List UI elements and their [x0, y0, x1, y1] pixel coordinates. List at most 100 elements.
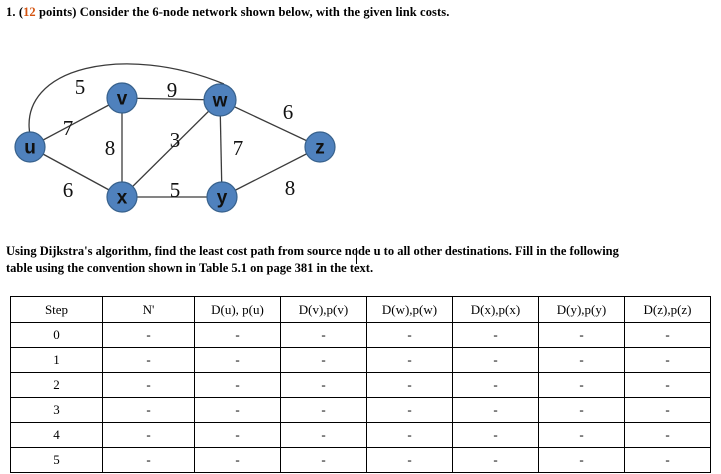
table-cell-r1-c1[interactable]: - — [102, 347, 195, 373]
table-cell-r0-c3[interactable]: - — [280, 322, 367, 348]
table-cell-r3-c4[interactable]: - — [366, 397, 453, 423]
table-cell-r0-c4[interactable]: - — [366, 322, 453, 348]
table-cell-step-0[interactable]: 0 — [10, 322, 103, 348]
graph-node-x — [106, 181, 138, 213]
table-row: 1------- — [10, 347, 711, 373]
graph-edge-u-w — [28, 63, 225, 136]
table-cell-r2-c4[interactable]: - — [366, 372, 453, 398]
table-header-cell-5: D(x),p(x) — [452, 296, 539, 323]
table-cell-r5-c4[interactable]: - — [366, 447, 453, 473]
table-cell-r4-c3[interactable]: - — [280, 422, 367, 448]
graph-node-z — [304, 131, 336, 163]
graph-edge-w-x — [121, 99, 221, 198]
table-cell-r2-c2[interactable]: - — [194, 372, 281, 398]
instruction-paragraph: Using Dijkstra's algorithm, find the lea… — [6, 243, 716, 277]
graph-edge-cost-x-y: 5 — [170, 178, 181, 202]
graph-node-label-w: w — [212, 91, 228, 112]
table-cell-r3-c7[interactable]: - — [624, 397, 711, 423]
table-row: 5------- — [10, 447, 711, 473]
graph-edge-cost-w-y: 7 — [233, 136, 244, 160]
table-cell-r0-c7[interactable]: - — [624, 322, 711, 348]
question-heading: 1. (12 points) Consider the 6-node netwo… — [6, 5, 449, 20]
table-cell-r4-c7[interactable]: - — [624, 422, 711, 448]
table-cell-r3-c6[interactable]: - — [538, 397, 625, 423]
graph-edge-u-v — [29, 97, 123, 148]
graph-node-label-z: z — [315, 138, 325, 159]
table-cell-r4-c4[interactable]: - — [366, 422, 453, 448]
graph-edge-cost-v-w: 9 — [167, 78, 178, 102]
table-cell-r5-c5[interactable]: - — [452, 447, 539, 473]
table-cell-r1-c2[interactable]: - — [194, 347, 281, 373]
table-header-cell-4: D(w),p(w) — [366, 296, 453, 323]
table-cell-r2-c6[interactable]: - — [538, 372, 625, 398]
table-cell-r2-c5[interactable]: - — [452, 372, 539, 398]
table-body: 0-------1-------2-------3-------4-------… — [10, 322, 711, 473]
table-cell-r3-c3[interactable]: - — [280, 397, 367, 423]
graph-node-label-y: y — [217, 188, 228, 209]
graph-node-label-v: v — [117, 89, 128, 110]
table-cell-r0-c2[interactable]: - — [194, 322, 281, 348]
table-header-cell-2: D(u), p(u) — [194, 296, 281, 323]
table-cell-step-4[interactable]: 4 — [10, 422, 103, 448]
table-row: 4------- — [10, 422, 711, 448]
graph-node-w — [203, 83, 237, 117]
graph-node-v — [106, 82, 138, 114]
graph-edge-cost-u-v: 7 — [63, 116, 74, 140]
graph-edge-cost-w-z: 6 — [283, 100, 294, 124]
table-cell-r4-c6[interactable]: - — [538, 422, 625, 448]
table-header-cell-0: Step — [10, 296, 103, 323]
table-cell-r2-c7[interactable]: - — [624, 372, 711, 398]
table-cell-step-5[interactable]: 5 — [10, 447, 103, 473]
question-points-value: 12 — [23, 5, 36, 19]
table-cell-r2-c1[interactable]: - — [102, 372, 195, 398]
table-cell-r4-c2[interactable]: - — [194, 422, 281, 448]
graph-node-label-x: x — [117, 188, 128, 209]
graph-edge-cost-v-x: 8 — [105, 136, 116, 160]
table-header-cell-7: D(z),p(z) — [624, 296, 711, 323]
question-text: Consider the 6-node network shown below,… — [79, 5, 450, 19]
table-cell-r5-c6[interactable]: - — [538, 447, 625, 473]
table-cell-step-1[interactable]: 1 — [10, 347, 103, 373]
text-caret-icon — [356, 248, 357, 264]
table-cell-r3-c1[interactable]: - — [102, 397, 195, 423]
table-cell-step-3[interactable]: 3 — [10, 397, 103, 423]
table-cell-r4-c5[interactable]: - — [452, 422, 539, 448]
table-cell-r4-c1[interactable]: - — [102, 422, 195, 448]
graph-edge-u-x — [29, 146, 123, 198]
table-cell-r3-c5[interactable]: - — [452, 397, 539, 423]
table-header-cell-1: N' — [102, 296, 195, 323]
table-cell-r1-c4[interactable]: - — [366, 347, 453, 373]
graph-edge-cost-y-z: 8 — [285, 176, 296, 200]
question-points-label: points) — [35, 5, 77, 19]
graph-edge-y-z — [221, 146, 321, 198]
table-cell-r5-c2[interactable]: - — [194, 447, 281, 473]
graph-edge-cost-u-w: 5 — [75, 75, 86, 99]
table-cell-r5-c3[interactable]: - — [280, 447, 367, 473]
table-cell-r1-c5[interactable]: - — [452, 347, 539, 373]
graph-edge-cost-w-x: 3 — [170, 128, 181, 152]
table-cell-r5-c1[interactable]: - — [102, 447, 195, 473]
graph-node-y — [206, 181, 238, 213]
graph-edge-cost-u-x: 6 — [63, 178, 74, 202]
question-points-open: ( — [18, 5, 24, 19]
table-cell-r1-c3[interactable]: - — [280, 347, 367, 373]
question-number: 1. — [6, 5, 16, 19]
graph-node-u — [14, 131, 46, 163]
graph-node-label-u: u — [24, 138, 36, 159]
table-cell-r1-c6[interactable]: - — [538, 347, 625, 373]
table-cell-r1-c7[interactable]: - — [624, 347, 711, 373]
table-cell-r2-c3[interactable]: - — [280, 372, 367, 398]
table-cell-r3-c2[interactable]: - — [194, 397, 281, 423]
table-cell-r0-c1[interactable]: - — [102, 322, 195, 348]
table-cell-r0-c6[interactable]: - — [538, 322, 625, 348]
table-cell-r0-c5[interactable]: - — [452, 322, 539, 348]
table-cell-step-2[interactable]: 2 — [10, 372, 103, 398]
instruction-line-2: table using the convention shown in Tabl… — [6, 261, 374, 275]
table-row: 3------- — [10, 397, 711, 423]
instruction-line-1: Using Dijkstra's algorithm, find the lea… — [6, 244, 619, 258]
table-cell-r5-c7[interactable]: - — [624, 447, 711, 473]
